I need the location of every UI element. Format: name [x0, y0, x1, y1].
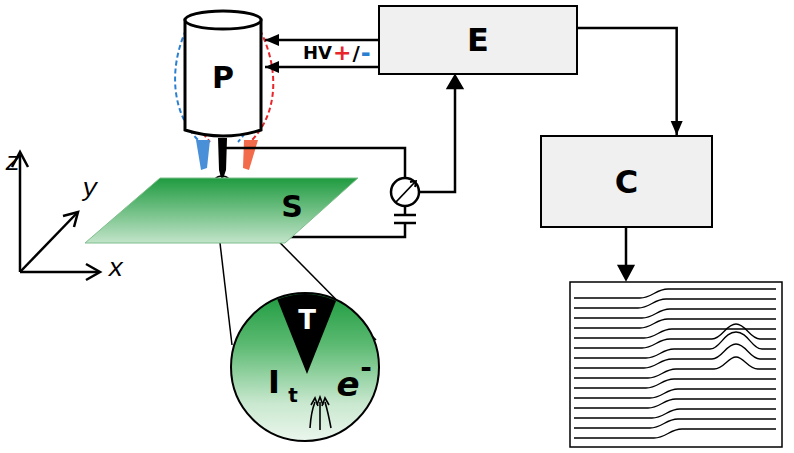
scan-plot: [570, 282, 782, 447]
electrode-left: [196, 140, 210, 170]
electronics-box: E: [378, 5, 578, 75]
tunneling-tip: T: [272, 292, 342, 374]
separator: /: [352, 43, 359, 63]
node-label: C: [615, 166, 638, 198]
zoom-inset: It e- T: [230, 292, 380, 442]
voltage-label: HV: [303, 44, 332, 62]
electrode-right: [243, 140, 258, 170]
node-label: -: [360, 354, 372, 382]
axis-label: z: [5, 150, 21, 176]
tunneling-tip-outline: [272, 292, 342, 374]
node-label: I: [268, 366, 280, 398]
polarity-sign: +: [333, 42, 351, 64]
computer-box: C: [540, 135, 713, 228]
node-label: E: [467, 24, 489, 56]
output-arrow: [619, 228, 633, 279]
axis-label: x: [108, 256, 124, 282]
node-label: t: [288, 385, 298, 405]
node-label: e: [336, 367, 359, 401]
connector-arrow: [578, 28, 683, 135]
axis-label: y: [82, 176, 98, 202]
axes: [12, 152, 100, 280]
piezo-scanner: P: [183, 8, 263, 143]
node-label: S: [281, 192, 303, 222]
sample-plane: S: [85, 176, 360, 244]
node-label: P: [212, 63, 234, 93]
sample-plane-outline: [85, 176, 360, 244]
node-label: T: [298, 307, 316, 333]
polarity-sign: -: [361, 41, 371, 65]
